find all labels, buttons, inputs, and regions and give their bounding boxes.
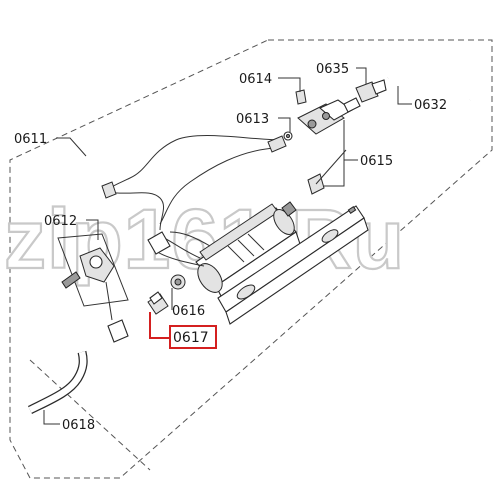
ring-0613 bbox=[283, 131, 293, 141]
highlight-box bbox=[169, 325, 217, 349]
callout-0615[interactable]: 0615 bbox=[360, 154, 393, 169]
connector-0635 bbox=[355, 79, 387, 103]
callout-0617-highlight[interactable]: 0617 bbox=[169, 325, 217, 349]
callout-0613[interactable]: 0613 bbox=[236, 112, 269, 127]
callout-0614[interactable]: 0614 bbox=[239, 72, 272, 87]
callout-0611[interactable]: 0611 bbox=[14, 132, 47, 147]
callout-0618[interactable]: 0618 bbox=[62, 418, 95, 433]
hose-0618 bbox=[27, 350, 88, 415]
leader-0617 bbox=[149, 312, 170, 339]
heater-wires bbox=[147, 231, 211, 267]
leader-lines bbox=[43, 67, 412, 425]
callout-0635[interactable]: 0635 bbox=[316, 62, 349, 77]
callout-0617[interactable]: 0617 bbox=[173, 330, 209, 346]
thermostat-0616 bbox=[170, 274, 186, 290]
pin-0614 bbox=[295, 89, 307, 105]
sensor-0617 bbox=[147, 291, 169, 315]
fitting-small bbox=[307, 149, 347, 195]
hose-0632 bbox=[385, 52, 477, 101]
assembly-boundary bbox=[9, 39, 493, 479]
mounting-plate bbox=[217, 205, 369, 325]
valve-0615 bbox=[297, 97, 361, 135]
bracket-0612-inset bbox=[57, 233, 129, 343]
wiring-harness-0611 bbox=[101, 135, 287, 231]
inner-dashed-divider bbox=[29, 359, 151, 471]
callout-labels: 0614 0635 0632 0613 0611 0615 0612 0616 … bbox=[14, 62, 447, 433]
callout-0612[interactable]: 0612 bbox=[44, 214, 77, 229]
callout-0616[interactable]: 0616 bbox=[172, 304, 205, 319]
callout-0632[interactable]: 0632 bbox=[414, 98, 447, 113]
